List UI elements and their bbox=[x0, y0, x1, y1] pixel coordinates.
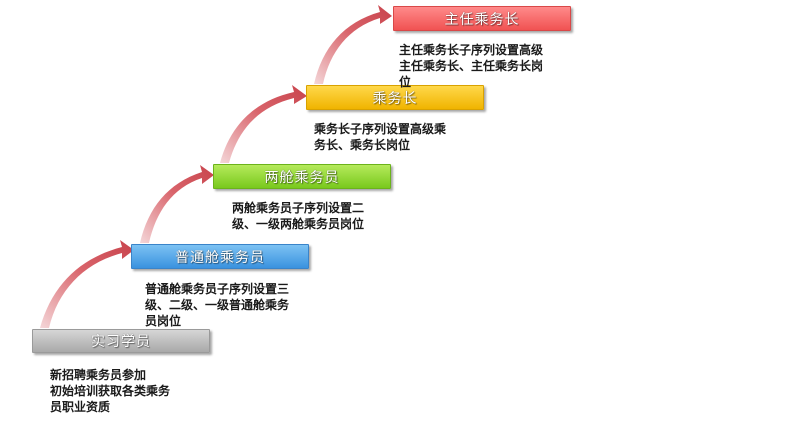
level-box-trainee: 实习学员 bbox=[32, 329, 210, 353]
level-description-purser: 乘务长子序列设置高级乘 务长、乘务长岗位 bbox=[314, 122, 447, 152]
arrow-trainee-to-crew bbox=[40, 240, 134, 328]
level-box-economy-crew: 普通舱乘务员 bbox=[131, 244, 309, 269]
level-box-chief-purser: 主任乘务长 bbox=[393, 6, 571, 31]
level-description-chief-purser: 主任乘务长子序列设置高级 主任乘务长、主任乘务长岗 位 bbox=[399, 43, 544, 89]
level-label-two-cabin-crew: 两舱乘务员 bbox=[264, 169, 340, 186]
level-box-purser: 乘务长 bbox=[306, 85, 484, 110]
level-box-two-cabin-crew: 两舱乘务员 bbox=[213, 164, 391, 189]
level-label-purser: 乘务长 bbox=[372, 90, 418, 107]
level-description-trainee: 新招聘乘务员参加 初始培训获取各类乘务 员职业资质 bbox=[50, 368, 171, 414]
arrow-crew-to-two-cabin bbox=[140, 165, 214, 243]
level-description-two-cabin-crew: 两舱乘务员子序列设置二 级、一级两舱乘务员岗位 bbox=[232, 201, 365, 231]
level-label-trainee: 实习学员 bbox=[91, 334, 151, 350]
arrow-two-cabin-to-purser bbox=[220, 85, 307, 163]
level-label-economy-crew: 普通舱乘务员 bbox=[175, 249, 265, 266]
level-label-chief-purser: 主任乘务长 bbox=[444, 11, 520, 28]
arrow-purser-to-chief-purser bbox=[314, 5, 392, 84]
level-description-economy-crew: 普通舱乘务员子序列设置三 级、二级、一级普通舱乘务 员岗位 bbox=[145, 282, 290, 328]
